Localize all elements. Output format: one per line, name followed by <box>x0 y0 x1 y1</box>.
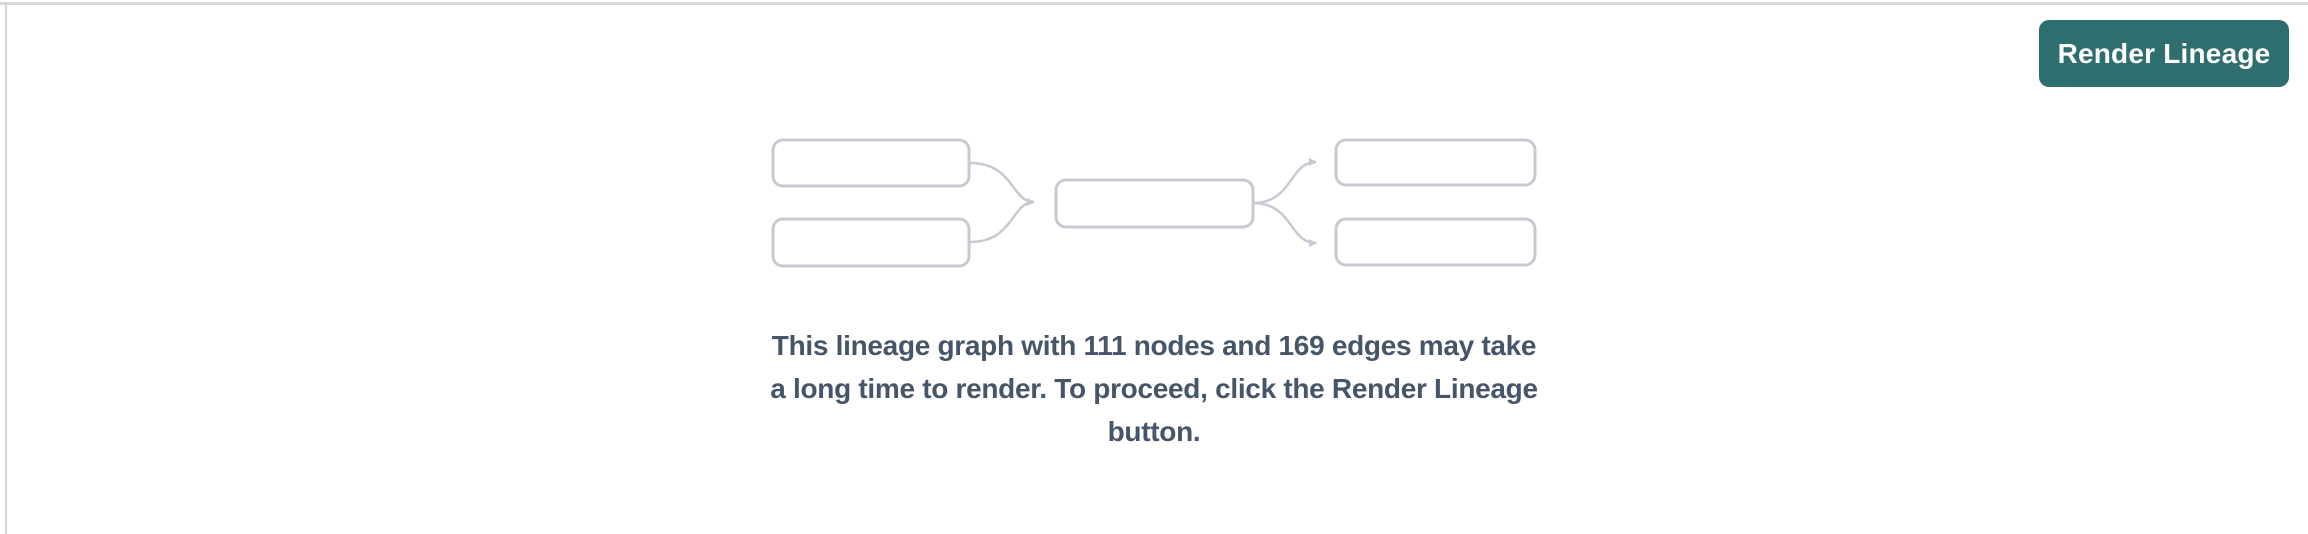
graph-edge <box>969 161 1035 206</box>
graph-node <box>771 138 971 188</box>
lineage-placeholder-svg <box>771 138 1537 268</box>
render-lineage-button[interactable]: Render Lineage <box>2039 20 2289 87</box>
graph-node <box>1054 178 1255 229</box>
lineage-placeholder-illustration <box>771 136 1537 268</box>
left-border <box>5 2 7 534</box>
graph-edge <box>1252 158 1317 205</box>
graph-nodes <box>771 138 1537 268</box>
top-border <box>0 2 2308 5</box>
graph-edge <box>1252 201 1317 247</box>
graph-node <box>771 217 971 268</box>
graph-node <box>1334 138 1537 187</box>
graph-edge <box>969 200 1035 244</box>
graph-node <box>1334 217 1537 267</box>
message-line: button. <box>1107 416 1201 447</box>
graph-edges <box>969 158 1317 247</box>
message-line: This lineage graph with 111 nodes and 16… <box>771 330 1537 361</box>
render-warning-message: This lineage graph with 111 nodes and 16… <box>0 324 2308 453</box>
message-line: a long time to render. To proceed, click… <box>770 373 1538 404</box>
